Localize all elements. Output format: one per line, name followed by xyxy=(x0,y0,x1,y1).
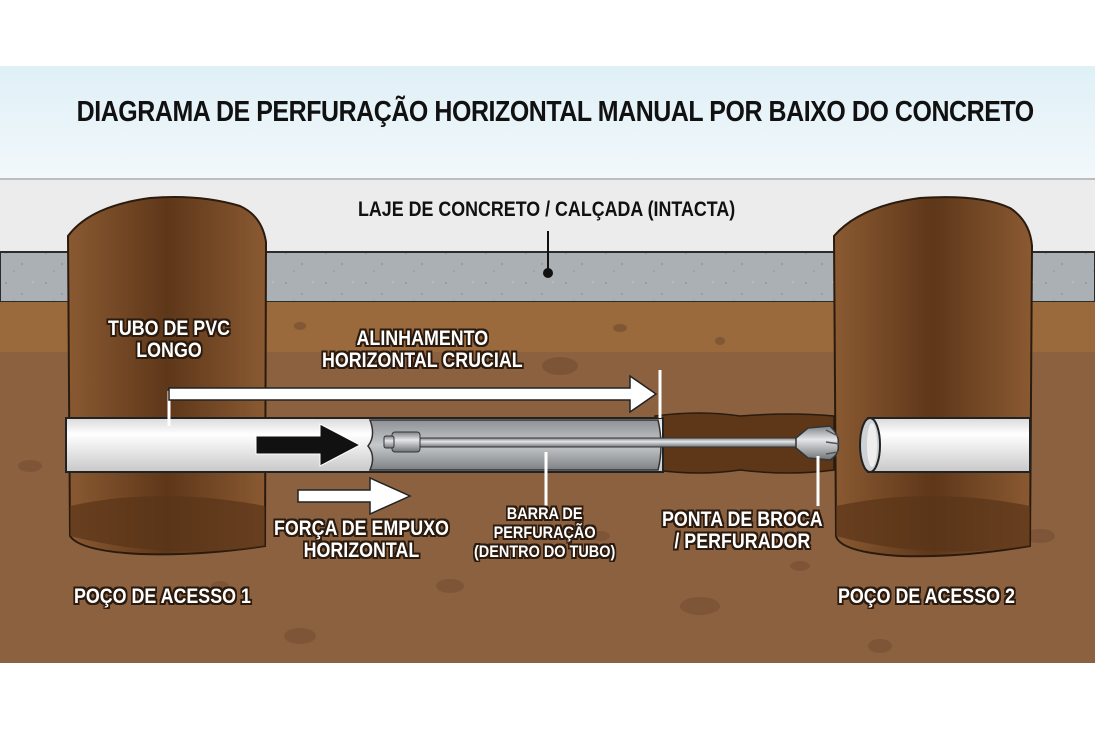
pvc-pipe-section-2 xyxy=(867,417,1031,473)
slab-label: LAJE DE CONCRETO / CALÇADA (INTACTA) xyxy=(358,198,736,221)
diagram-title: DIAGRAMA DE PERFURAÇÃO HORIZONTAL MANUAL… xyxy=(76,96,1035,128)
diagram-canvas: DIAGRAMA DE PERFURAÇÃO HORIZONTAL MANUAL… xyxy=(0,66,1095,663)
alignment-label: ALINHAMENTO HORIZONTAL CRUCIAL xyxy=(322,327,523,372)
alignment-arrow xyxy=(168,374,658,414)
access-pit-2-label: POÇO DE ACESSO 2 xyxy=(838,585,1015,608)
drill-rod-label: BARRA DE PERFURAÇÃO (DENTRO DO TUBO) xyxy=(474,504,616,561)
thrust-force-label: FORÇA DE EMPUXO HORIZONTAL xyxy=(274,517,449,562)
pvc-pipe-label: TUBO DE PVC LONGO xyxy=(108,317,230,362)
thrust-force-arrow xyxy=(297,476,412,516)
drill-bit-label: PONTA DE BROCA / PERFURADOR xyxy=(662,508,823,553)
access-pit-1-label: POÇO DE ACESSO 1 xyxy=(74,585,251,608)
sky-header xyxy=(0,66,1095,178)
black-thrust-arrow xyxy=(255,423,362,467)
diagram-graphics xyxy=(0,196,1095,663)
drill-rod xyxy=(417,437,799,448)
